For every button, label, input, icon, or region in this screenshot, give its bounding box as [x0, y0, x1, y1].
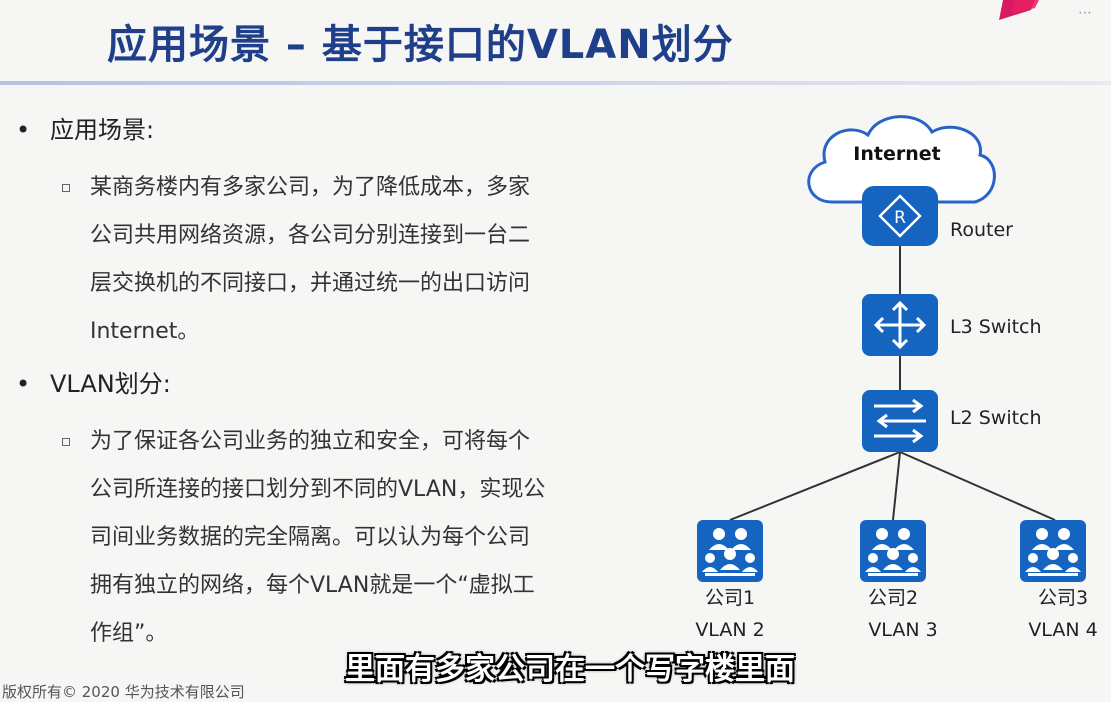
bullet-heading-1: • 应用场景: [16, 114, 154, 146]
cloud-label: Internet [853, 143, 940, 165]
router-icon: R [862, 186, 938, 246]
company-2-vlan: VLAN 3 [868, 619, 937, 641]
company-3-vlan: VLAN 4 [1028, 619, 1097, 641]
company-2-name: 公司2 [868, 587, 918, 609]
company-1-vlan: VLAN 2 [695, 619, 764, 641]
l2-switch-icon [862, 390, 938, 452]
text-line: 作组”。 [90, 621, 168, 646]
bullet-heading-2: • VLAN划分: [16, 368, 171, 400]
text-line: 公司共用网络资源，各公司分别连接到一台二 [90, 223, 531, 248]
bullet-dot-icon: • [16, 116, 31, 144]
l3-switch-label: L3 Switch [950, 316, 1042, 338]
sub-bullet-text: 某商务楼内有多家公司，为了降低成本，多家 公司共用网络资源，各公司分别连接到一台… [90, 164, 650, 356]
link-l2-company1 [729, 451, 901, 521]
text-line: 某商务楼内有多家公司，为了降低成本，多家 [90, 175, 531, 200]
router-label: Router [950, 219, 1013, 241]
link-lines [729, 245, 1056, 521]
text-line: 层交换机的不同接口，并通过统一的出口访问 [90, 271, 531, 296]
brand-logo-icon [999, 0, 1039, 20]
bullet-heading-text: VLAN划分: [50, 370, 171, 398]
slide-title: 应用场景 – 基于接口的VLAN划分 [107, 22, 734, 68]
text-line: 为了保证各公司业务的独立和安全，可将每个 [90, 429, 531, 454]
company-1-icon [697, 520, 763, 582]
l2-switch-label: L2 Switch [950, 407, 1042, 429]
text-line: 司间业务数据的完全隔离。可以认为每个公司 [90, 525, 531, 550]
link-l2-company3 [899, 451, 1056, 521]
company-3-icon [1020, 520, 1086, 582]
svg-text:R: R [894, 208, 906, 228]
video-subtitle: 里面有多家公司在一个写字楼里面 [345, 652, 795, 687]
sub-bullet-text: 为了保证各公司业务的独立和安全，可将每个 公司所连接的接口划分到不同的VLAN，… [90, 418, 650, 658]
bullet-dot-icon: • [16, 370, 31, 398]
menu-dots-icon[interactable]: ⋯ [1078, 5, 1092, 21]
title-divider [0, 81, 1111, 85]
text-line: 公司所连接的接口划分到不同的VLAN，实现公 [90, 477, 546, 502]
sub-bullet-square-icon [62, 438, 70, 446]
link-l2-company2 [892, 451, 901, 521]
company-3-name: 公司3 [1038, 587, 1088, 609]
text-line: Internet。 [90, 319, 200, 344]
sub-bullet-square-icon [62, 184, 70, 192]
cloud-icon [807, 115, 996, 204]
company-1-name: 公司1 [705, 587, 755, 609]
l3-switch-icon [862, 294, 938, 356]
copyright-footer: 版权所有© 2020 华为技术有限公司 [2, 683, 245, 701]
bullet-heading-text: 应用场景: [50, 116, 155, 144]
company-2-icon [860, 520, 926, 582]
text-line: 拥有独立的网络，每个VLAN就是一个“虚拟工 [90, 573, 535, 598]
